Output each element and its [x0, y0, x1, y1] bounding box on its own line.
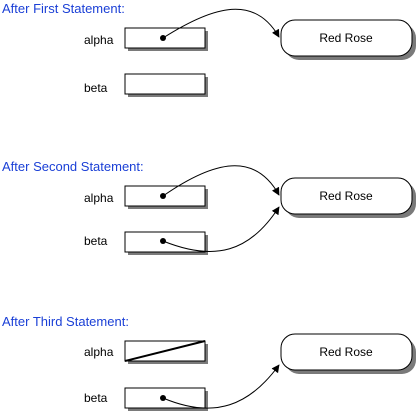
- variable-box-alpha: [124, 185, 208, 209]
- panel-heading: After Third Statement:: [2, 314, 129, 329]
- null-slash: [124, 340, 206, 362]
- variable-label-alpha: alpha: [84, 33, 114, 47]
- panel-after-first-statement: After First Statement: alpha beta Red Ro…: [2, 1, 416, 97]
- panel-heading: After First Statement:: [2, 1, 125, 16]
- panel-after-second-statement: After Second Statement: alpha beta Red R…: [2, 159, 416, 255]
- reference-arrow-beta: [162, 364, 280, 409]
- object-red-rose: Red Rose: [280, 19, 416, 60]
- object-red-rose: Red Rose: [280, 177, 416, 218]
- object-label: Red Rose: [319, 31, 373, 45]
- reference-arrow-alpha: [162, 165, 280, 197]
- variable-box-beta: [124, 231, 208, 255]
- variable-box-beta: [124, 73, 208, 97]
- panel-after-third-statement: After Third Statement: alpha beta Red Ro…: [2, 314, 416, 411]
- object-label: Red Rose: [319, 345, 373, 359]
- variable-label-alpha: alpha: [84, 191, 114, 205]
- object-red-rose: Red Rose: [280, 333, 416, 374]
- variable-label-beta: beta: [84, 391, 108, 405]
- variable-label-beta: beta: [84, 234, 108, 248]
- reference-arrow-beta: [162, 206, 280, 252]
- variable-label-alpha: alpha: [84, 345, 114, 359]
- reference-arrow-alpha: [162, 8, 280, 39]
- variable-label-beta: beta: [84, 81, 108, 95]
- variable-box-alpha: [124, 27, 208, 51]
- variable-box-alpha: [124, 340, 208, 364]
- object-label: Red Rose: [319, 189, 373, 203]
- panel-heading: After Second Statement:: [2, 159, 144, 174]
